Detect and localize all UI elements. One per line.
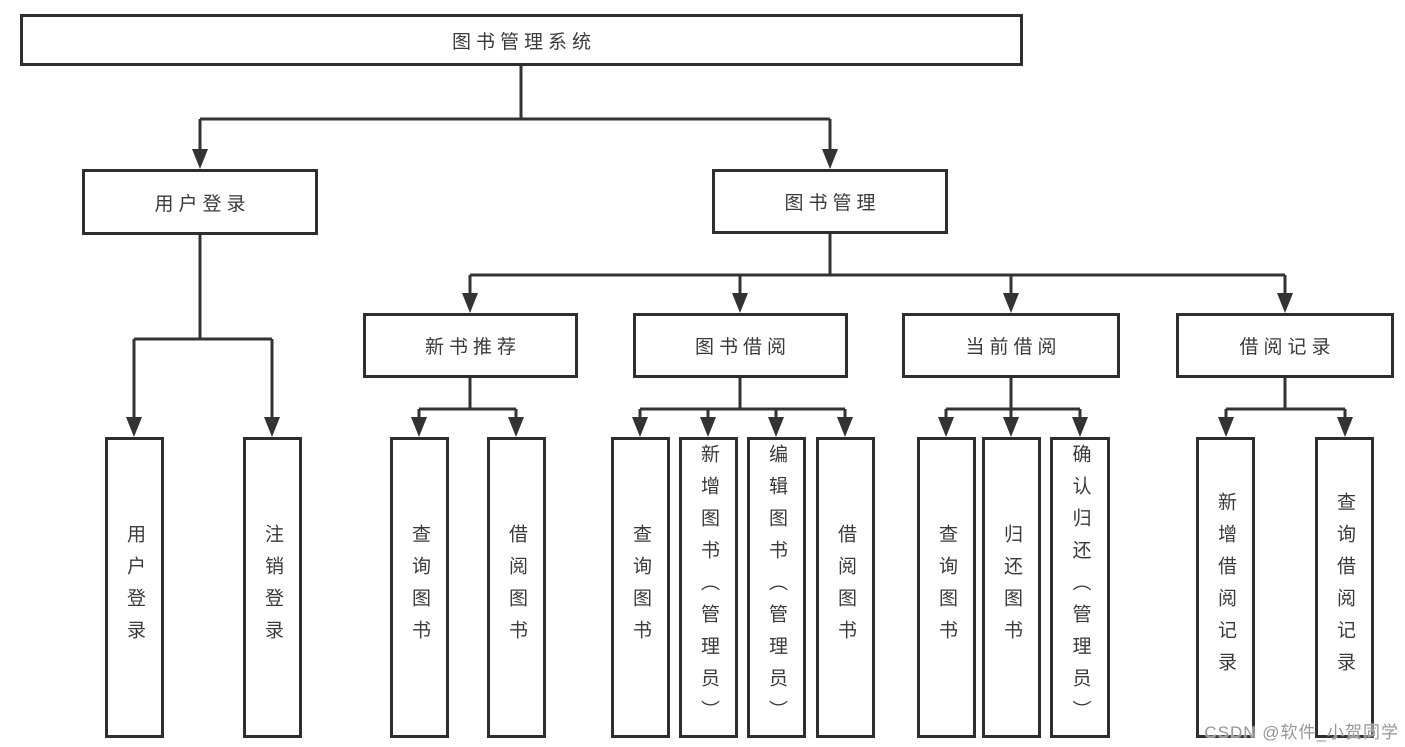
connector-book-borrow-to-leaves bbox=[638, 378, 847, 420]
leaf-query-books-2: 查询图书 bbox=[611, 437, 670, 738]
connector-user-login-to-leaves bbox=[132, 235, 274, 420]
leaf-label: 借阅图书 bbox=[835, 523, 856, 652]
node-current-borrow: 当前借阅 bbox=[902, 313, 1120, 378]
node-label: 当前借阅 bbox=[965, 337, 1062, 358]
arrowhead-icon bbox=[508, 417, 524, 437]
arrowhead-icon bbox=[1003, 293, 1019, 313]
node-label: 图书管理系统 bbox=[451, 31, 596, 53]
arrowhead-icon bbox=[411, 417, 427, 437]
arrowhead-icon bbox=[462, 293, 478, 313]
leaf-confirm-return-admin: 确认归还（管理员） bbox=[1050, 437, 1110, 738]
arrowhead-icon bbox=[768, 417, 784, 437]
csdn-watermark: CSDN @软件_小贺同学 bbox=[1204, 723, 1399, 742]
leaf-label: 查询图书 bbox=[936, 523, 957, 652]
leaf-add-book-admin: 新增图书（管理员） bbox=[679, 437, 738, 738]
leaf-label: 查询图书 bbox=[409, 523, 430, 652]
leaf-label: 用户登录 bbox=[124, 523, 145, 652]
leaf-borrow-books-1: 借阅图书 bbox=[487, 437, 546, 738]
arrowhead-icon bbox=[1337, 417, 1353, 437]
leaf-add-borrow-record: 新增借阅记录 bbox=[1196, 437, 1255, 738]
node-book-borrow: 图书借阅 bbox=[633, 313, 848, 378]
arrowhead-icon bbox=[1003, 417, 1019, 437]
arrowhead-icon bbox=[938, 417, 954, 437]
node-label: 借阅记录 bbox=[1239, 337, 1336, 358]
node-library-management-system: 图书管理系统 bbox=[20, 14, 1023, 66]
leaf-label: 借阅图书 bbox=[506, 523, 527, 652]
node-label: 图书管理 bbox=[784, 193, 881, 214]
node-label: 新书推荐 bbox=[424, 337, 521, 358]
node-book-management: 图书管理 bbox=[712, 169, 948, 234]
node-user-login: 用户登录 bbox=[82, 169, 318, 235]
arrowhead-icon bbox=[732, 293, 748, 313]
leaf-query-books-1: 查询图书 bbox=[390, 437, 449, 738]
arrowheads-group bbox=[126, 149, 1353, 437]
connector-book-management-to-level3 bbox=[468, 234, 1287, 296]
connector-root-to-level2 bbox=[198, 66, 832, 152]
leaf-label: 新增图书（管理员） bbox=[698, 443, 719, 732]
arrowhead-icon bbox=[1277, 293, 1293, 313]
leaf-borrow-books-2: 借阅图书 bbox=[816, 437, 875, 738]
node-new-book-recommend: 新书推荐 bbox=[363, 313, 578, 378]
leaf-return-book: 归还图书 bbox=[982, 437, 1041, 738]
node-borrow-records: 借阅记录 bbox=[1176, 313, 1394, 378]
leaf-label: 编辑图书（管理员） bbox=[766, 443, 787, 732]
arrowhead-icon bbox=[264, 417, 280, 437]
leaf-label: 查询图书 bbox=[630, 523, 651, 652]
leaf-label: 新增借阅记录 bbox=[1215, 491, 1236, 684]
arrowhead-icon bbox=[192, 149, 208, 169]
leaf-label: 查询借阅记录 bbox=[1334, 491, 1355, 684]
connector-current-borrow-to-leaves bbox=[944, 378, 1082, 420]
node-label: 用户登录 bbox=[154, 193, 251, 215]
leaf-label: 注销登录 bbox=[262, 523, 283, 652]
leaf-label: 确认归还（管理员） bbox=[1069, 443, 1091, 732]
connector-new-book-recommend-to-leaves bbox=[417, 378, 518, 420]
arrowhead-icon bbox=[837, 417, 853, 437]
leaf-logout: 注销登录 bbox=[243, 437, 302, 738]
leaf-edit-book-admin: 编辑图书（管理员） bbox=[747, 437, 806, 738]
leaf-user-login: 用户登录 bbox=[105, 437, 164, 738]
connector-borrow-records-to-leaves bbox=[1224, 378, 1347, 420]
leaf-label: 归还图书 bbox=[1001, 523, 1022, 652]
arrowhead-icon bbox=[126, 417, 142, 437]
arrowhead-icon bbox=[632, 417, 648, 437]
node-label: 图书借阅 bbox=[694, 337, 791, 358]
arrowhead-icon bbox=[1072, 417, 1088, 437]
leaf-query-books-3: 查询图书 bbox=[917, 437, 976, 738]
arrowhead-icon bbox=[822, 149, 838, 169]
arrowhead-icon bbox=[700, 417, 716, 437]
leaf-query-borrow-record: 查询借阅记录 bbox=[1315, 437, 1374, 738]
arrowhead-icon bbox=[1218, 417, 1234, 437]
connector-lines-group bbox=[132, 66, 1347, 420]
